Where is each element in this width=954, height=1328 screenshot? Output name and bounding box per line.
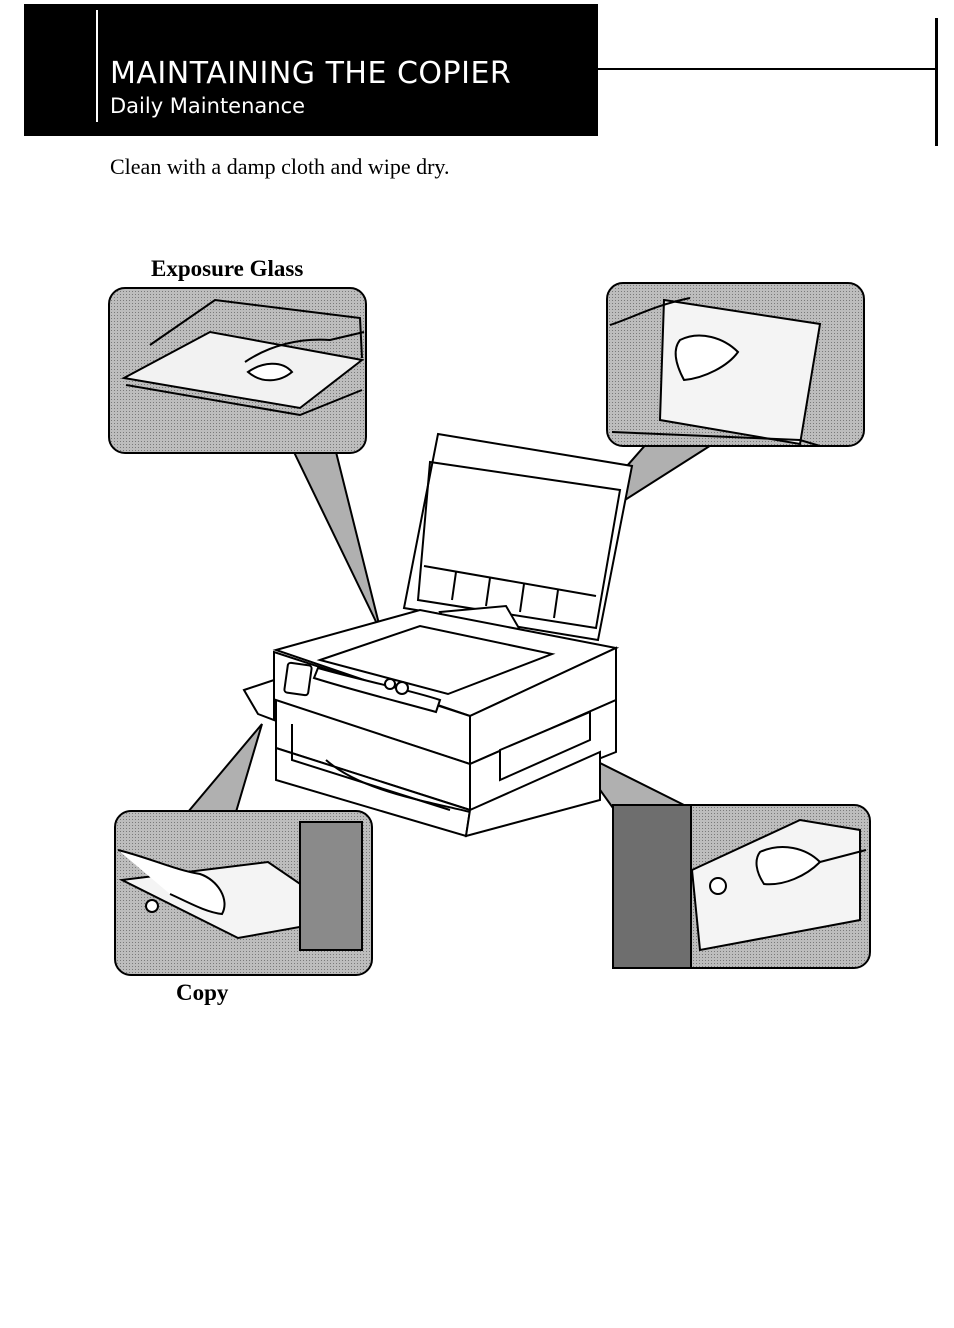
page-edge-bar [935, 18, 938, 146]
inset-exposure-glass [108, 287, 367, 454]
intro-text: Clean with a damp cloth and wipe dry. [110, 154, 450, 179]
inset-copy-tray-cleaning [114, 810, 373, 976]
header-rule [560, 68, 936, 70]
label-copy: Copy [176, 980, 229, 1005]
copier-drawing [242, 432, 634, 838]
inset-side-cleaning [612, 804, 871, 969]
section-subtitle: Daily Maintenance [110, 94, 306, 118]
pointer-exposure-glass [290, 447, 382, 633]
header-divider [96, 10, 98, 122]
pointer-copy-tray [185, 723, 263, 813]
label-exposure-glass: Exposure Glass [151, 256, 304, 281]
section-header: MAINTAINING THE COPIER Daily Maintenance [24, 4, 598, 136]
inset-cover-cleaning [606, 282, 865, 447]
section-title: MAINTAINING THE COPIER [110, 56, 512, 91]
